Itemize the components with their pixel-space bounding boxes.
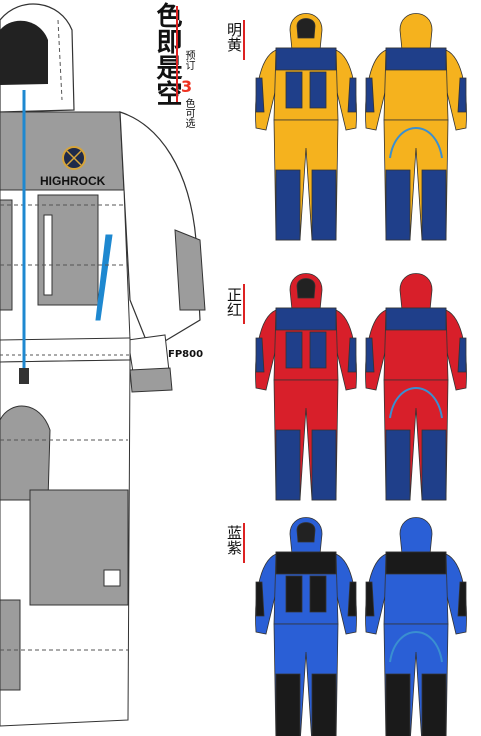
suit-back-red (365, 273, 467, 501)
variant-bar-blue (243, 523, 245, 563)
variant-bar-red (243, 284, 245, 324)
fp-label: FP800 (168, 349, 203, 360)
hero-suit-illustration: FP800 (0, 3, 206, 727)
variant-label-blue: 蓝紫 (225, 525, 243, 555)
suit-front-red (255, 273, 357, 501)
fp-badge: FP800 (168, 349, 203, 360)
title-accent-bar (176, 6, 178, 102)
suit-front-yellow (255, 13, 357, 241)
suit-back-yellow (365, 13, 467, 241)
preorder-count: 3 (181, 77, 193, 96)
suit-back-blue (365, 517, 467, 736)
preorder-prefix: 预订 (183, 50, 194, 70)
preorder-suffix: 色可选 (183, 98, 194, 128)
variant-bar-yellow (243, 20, 245, 60)
suit-front-blue (255, 517, 357, 736)
variant-label-yellow: 明黄 (225, 22, 243, 52)
variant-label-red: 正红 (225, 287, 243, 317)
hero-brand-logo: HIGHROCK (40, 174, 106, 188)
